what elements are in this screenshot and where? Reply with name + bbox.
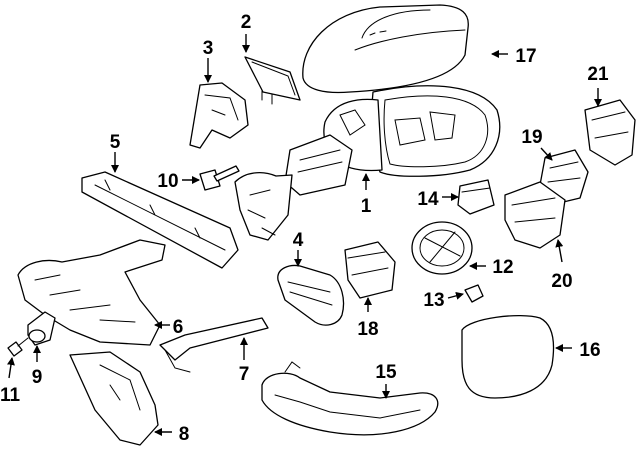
callout-18: 18 bbox=[357, 319, 378, 340]
part-12-motor bbox=[411, 221, 473, 275]
callout-1: 1 bbox=[361, 196, 372, 217]
callout-8: 8 bbox=[179, 424, 190, 445]
part-14-block bbox=[457, 179, 495, 215]
callout-19: 19 bbox=[521, 127, 542, 148]
callout-labels: 1 2 3 4 5 6 7 8 9 10 11 12 13 14 15 16 1… bbox=[0, 12, 609, 445]
part-5-rail-bracket bbox=[81, 171, 239, 269]
part-11-screw bbox=[7, 337, 29, 357]
part-13-screw bbox=[464, 284, 484, 303]
callout-21: 21 bbox=[587, 64, 609, 85]
callout-13: 13 bbox=[423, 290, 444, 311]
part-8-lower-shroud bbox=[69, 351, 159, 446]
part-21-clip-bracket bbox=[584, 99, 636, 166]
callout-16: 16 bbox=[579, 340, 600, 361]
leader-lines bbox=[7, 34, 602, 436]
part-18-module bbox=[344, 241, 396, 299]
part-17-mirror-cover bbox=[302, 4, 469, 94]
callout-11: 11 bbox=[0, 385, 20, 406]
leader-13 bbox=[447, 291, 464, 300]
callout-10: 10 bbox=[157, 171, 178, 192]
part-3-bracket bbox=[189, 82, 249, 149]
part-4-lamp-lens bbox=[277, 264, 345, 326]
part-2-glass-small bbox=[244, 56, 301, 105]
callout-2: 2 bbox=[241, 12, 252, 33]
part-20-actuator bbox=[504, 181, 566, 249]
callout-20: 20 bbox=[551, 271, 572, 292]
callout-6: 6 bbox=[173, 317, 184, 338]
part-15-signal-housing bbox=[261, 361, 439, 436]
leader-19 bbox=[540, 147, 553, 161]
part-7-wire bbox=[159, 317, 269, 373]
callout-5: 5 bbox=[110, 132, 121, 153]
callout-17: 17 bbox=[515, 46, 536, 67]
part-9-sleeve bbox=[27, 311, 56, 346]
leader-11 bbox=[7, 357, 15, 379]
callout-14: 14 bbox=[417, 189, 439, 210]
part-16-mirror-glass bbox=[461, 315, 555, 399]
callout-7: 7 bbox=[239, 364, 250, 385]
leader-20 bbox=[555, 239, 564, 263]
callout-3: 3 bbox=[203, 38, 214, 59]
part-1-mirror-housing bbox=[234, 85, 501, 241]
callout-9: 9 bbox=[32, 367, 43, 388]
part-10-bolt bbox=[199, 165, 240, 191]
callout-4: 4 bbox=[293, 230, 304, 251]
callout-12: 12 bbox=[492, 257, 513, 278]
callout-15: 15 bbox=[375, 362, 397, 383]
